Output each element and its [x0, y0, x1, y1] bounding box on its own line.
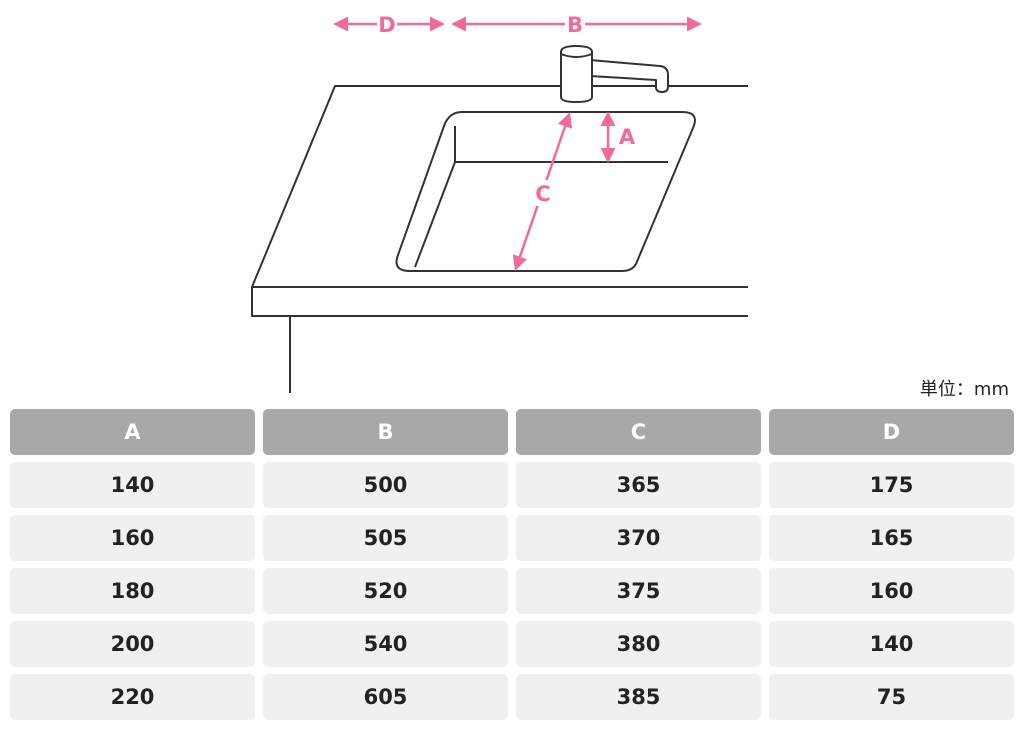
- sink-diagram: D B A C: [251, 12, 748, 393]
- table-cell: 175: [769, 462, 1014, 508]
- table-cell: 380: [516, 621, 761, 667]
- dimension-d: D: [333, 12, 445, 37]
- table-cell: 75: [769, 674, 1014, 720]
- table-cell: 365: [516, 462, 761, 508]
- table-cell: 220: [10, 674, 255, 720]
- table-cell: 540: [263, 621, 508, 667]
- dimension-b: B: [451, 12, 702, 37]
- header-cell-c: C: [516, 409, 761, 455]
- table-cell: 385: [516, 674, 761, 720]
- table-cell: 140: [10, 462, 255, 508]
- table-cell: 165: [769, 515, 1014, 561]
- table-cell: 160: [769, 568, 1014, 614]
- header-cell-d: D: [769, 409, 1014, 455]
- dimension-b-label: B: [567, 13, 583, 37]
- dimension-a: A: [600, 111, 636, 163]
- header-cell-a: A: [10, 409, 255, 455]
- faucet: [560, 45, 669, 103]
- table-cell: 520: [263, 568, 508, 614]
- header-cell-b: B: [263, 409, 508, 455]
- table-cell: 375: [516, 568, 761, 614]
- dimension-c: C: [512, 112, 573, 271]
- unit-note: 単位：mm: [919, 379, 1009, 400]
- table-cell: 505: [263, 515, 508, 561]
- table-cell: 500: [263, 462, 508, 508]
- dimension-d-label: D: [378, 13, 395, 37]
- table-cell: 200: [10, 621, 255, 667]
- table-cell: 160: [10, 515, 255, 561]
- table-cell: 180: [10, 568, 255, 614]
- countertop: [251, 85, 748, 393]
- dimension-table: A B C D 140 500 365 175 160 505 370 165 …: [10, 409, 1014, 720]
- table-cell: 370: [516, 515, 761, 561]
- dimension-a-label: A: [619, 125, 636, 149]
- table-cell: 140: [769, 621, 1014, 667]
- dimension-c-label: C: [535, 182, 550, 206]
- table-cell: 605: [263, 674, 508, 720]
